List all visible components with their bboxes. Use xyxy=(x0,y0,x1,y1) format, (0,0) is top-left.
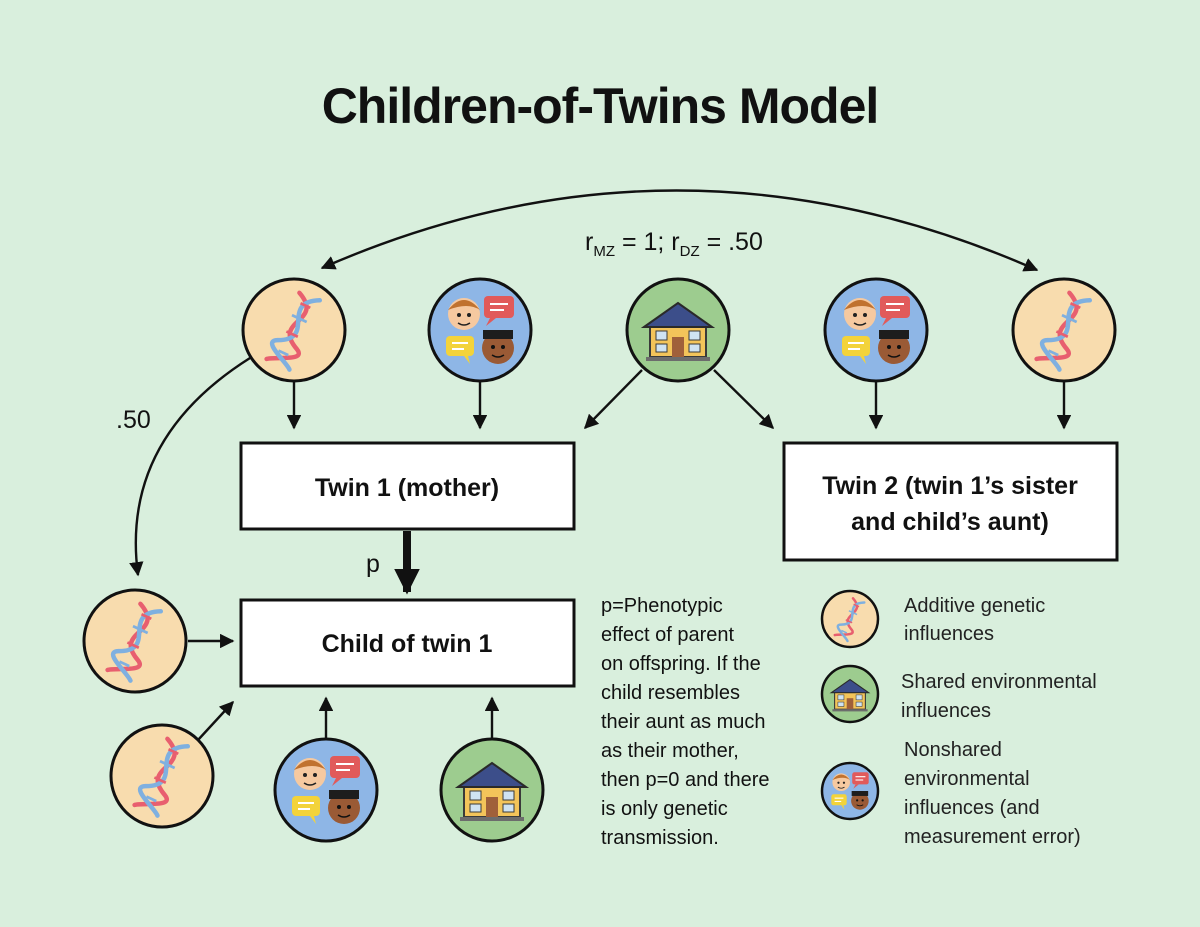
twin2-genetic-circle xyxy=(1011,277,1117,383)
legend-nonshared-line2: environmental xyxy=(904,768,1030,790)
note-line: transmission. xyxy=(601,827,719,849)
note-line: then p=0 and there xyxy=(601,769,769,791)
legend: Additive genetic influences Shared envir… xyxy=(820,589,1097,848)
twin1-nonshared-circle xyxy=(427,277,533,383)
note-line: their aunt as much xyxy=(601,711,766,733)
child-nonshared-circle xyxy=(273,737,379,843)
legend-genetic-line2: influences xyxy=(904,623,994,645)
twin1-label: Twin 1 (mother) xyxy=(315,474,499,502)
legend-genetic: Additive genetic influences xyxy=(820,589,1045,649)
note-line: on offspring. If the xyxy=(601,653,761,675)
arrow-genetic2-to-child xyxy=(197,700,234,741)
twins-shared-circle xyxy=(625,277,731,383)
genetic-transmission-label: .50 xyxy=(116,406,151,434)
legend-shared-line2: influences xyxy=(901,700,991,722)
twin2-label-line1: Twin 2 (twin 1’s sister xyxy=(822,472,1078,500)
note-line: p=Phenotypic xyxy=(601,595,723,617)
arrow-shared-to-twin2 xyxy=(713,369,775,430)
arrow-shared-to-twin1 xyxy=(583,369,643,430)
note-line: child resembles xyxy=(601,682,740,704)
note-line: effect of parent xyxy=(601,624,735,646)
child-genetic-circle-left xyxy=(82,588,188,694)
legend-nonshared-line3: influences (and xyxy=(904,797,1040,819)
legend-nonshared-line1: Nonshared xyxy=(904,739,1002,761)
twin2-nonshared-circle xyxy=(823,277,929,383)
child-genetic-circle-bottom xyxy=(109,723,215,829)
legend-shared: Shared environmental influences xyxy=(820,664,1097,724)
legend-nonshared-line4: measurement error) xyxy=(904,826,1081,848)
note-line: as their mother, xyxy=(601,740,739,762)
twin1-genetic-circle xyxy=(241,277,347,383)
twin1-box: Twin 1 (mother) xyxy=(239,441,576,531)
child-label: Child of twin 1 xyxy=(322,630,493,658)
child-shared-circle xyxy=(439,737,545,843)
correlation-label: rMZ = 1; rDZ = .50 xyxy=(585,228,763,260)
twin-correlation-arrow xyxy=(320,189,1039,272)
genetic-transmission-arrow xyxy=(129,356,251,577)
twin2-box: Twin 2 (twin 1’s sister and child’s aunt… xyxy=(782,441,1119,562)
legend-shared-line1: Shared environmental xyxy=(901,671,1097,693)
legend-nonshared: Nonshared environmental influences (and … xyxy=(820,739,1081,848)
explanation-note: p=Phenotypic effect of parent on offspri… xyxy=(601,595,769,849)
legend-genetic-line1: Additive genetic xyxy=(904,595,1045,617)
page-title: Children-of-Twins Model xyxy=(322,78,879,134)
note-line: is only genetic xyxy=(601,798,728,820)
twin2-label-line2: and child’s aunt) xyxy=(851,508,1049,536)
phenotypic-effect-label: p xyxy=(366,550,380,578)
child-box: Child of twin 1 xyxy=(239,598,576,688)
